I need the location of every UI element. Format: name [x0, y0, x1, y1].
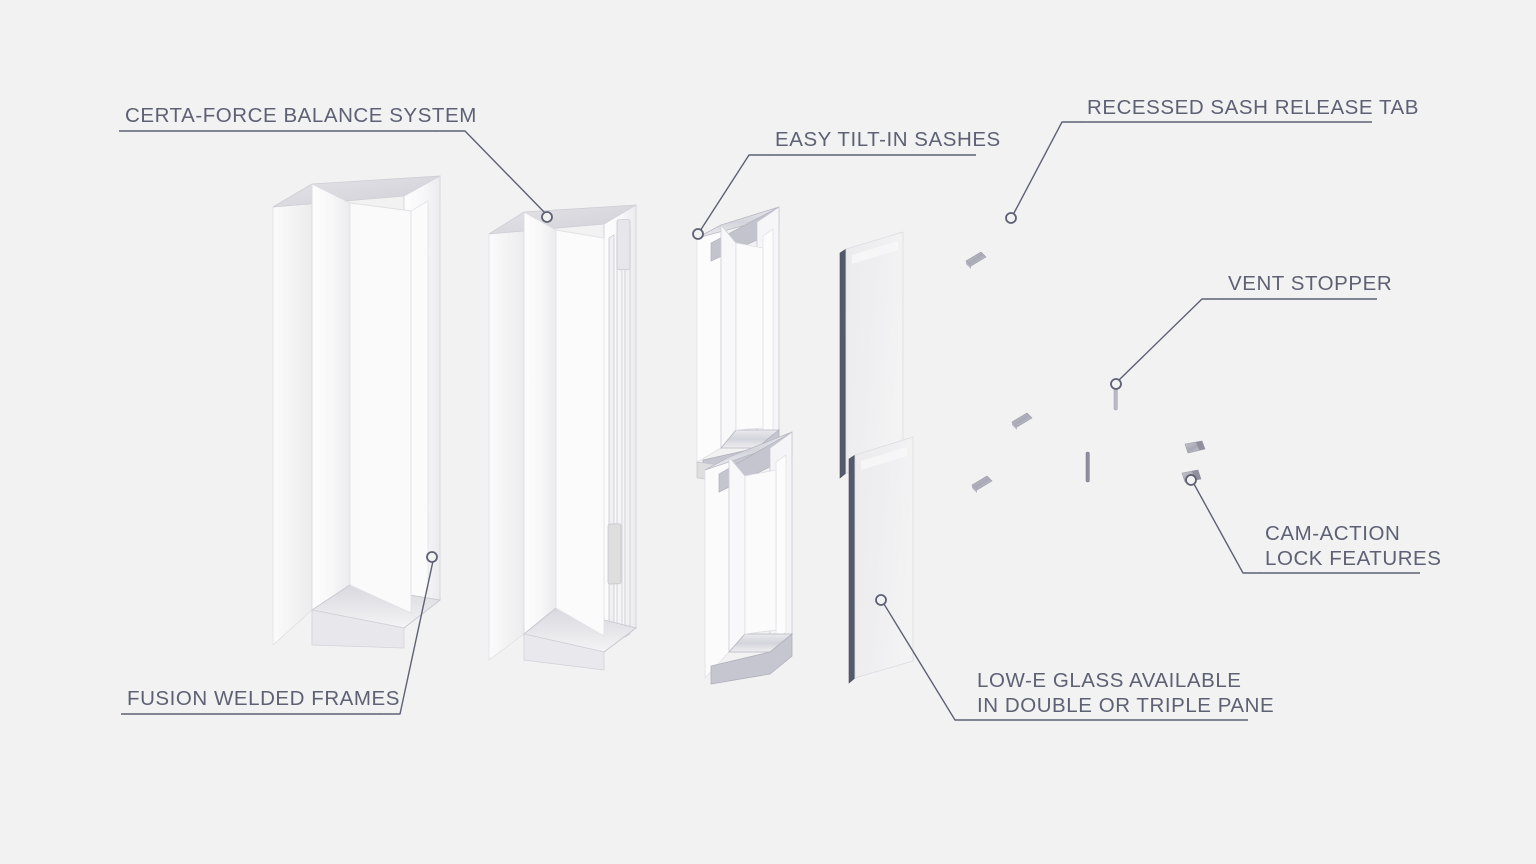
callout-label-recessed-sash-release-tab: RECESSED SASH RELEASE TAB: [1087, 96, 1419, 119]
lower-glass-face: [854, 436, 914, 679]
callout-dot-easy-tilt-in-sashes[interactable]: [692, 228, 704, 240]
main-frame-opening: [349, 202, 412, 614]
balance-frame-left-jamb: [523, 211, 557, 635]
part-balance-frame: [488, 204, 638, 671]
part-sash-release-tab-3: [971, 475, 993, 493]
callout-dot-low-e-glass[interactable]: [875, 594, 887, 606]
lower-sash-opening: [744, 469, 777, 635]
lower-glass-edge: [848, 454, 856, 684]
upper-sash-left-side: [696, 224, 722, 463]
upper-sash-opening: [735, 242, 764, 431]
balance-frame-sill-lip: [523, 633, 605, 671]
sash-release-tab-3-body: [971, 475, 993, 491]
balance-frame-opening: [555, 229, 605, 637]
vent-stopper-pin-lower-body: [1085, 451, 1090, 483]
cam-lock-upper-cam: [1196, 441, 1205, 450]
part-sash-release-tab-2: [1011, 412, 1033, 430]
callout-label-fusion-welded-frames: FUSION WELDED FRAMES: [127, 687, 400, 710]
main-frame-left-side: [272, 183, 313, 646]
part-lower-sash: [704, 431, 794, 685]
upper-glass-face: [845, 231, 904, 474]
sash-release-tab-2-edge: [1012, 422, 1017, 430]
part-main-frame: [272, 175, 442, 649]
callout-leader-cam-action-lock-features: [1193, 483, 1260, 574]
upper-glass-edge: [839, 248, 847, 479]
sash-release-tab-2-body: [1011, 412, 1033, 428]
part-lower-glass-pane: [848, 436, 914, 684]
upper-glass-highlight: [852, 241, 898, 264]
part-sash-release-tab-1: [965, 251, 987, 269]
callout-label-cam-action-lock-features: CAM-ACTION LOCK FEATURES: [1265, 522, 1442, 570]
callout-dot-fusion-welded-frames[interactable]: [426, 551, 438, 563]
callout-leader-vent-stopper: [1118, 298, 1223, 381]
callout-label-vent-stopper: VENT STOPPER: [1228, 272, 1393, 295]
part-cam-lock-upper: [1184, 440, 1206, 454]
callout-leader-recessed-sash-release-tab: [1013, 121, 1082, 214]
main-frame-right-groove: [410, 200, 429, 614]
callout-leader-fusion-welded-frames: [380, 560, 434, 715]
callout-leader-easy-tilt-in-sashes: [699, 154, 770, 232]
callout-label-certa-force-balance-system: CERTA-FORCE BALANCE SYSTEM: [125, 104, 477, 127]
callout-dot-certa-force-balance-system[interactable]: [541, 211, 553, 223]
callout-leader-certa-force-balance-system: [435, 130, 548, 216]
part-upper-glass-pane: [839, 231, 904, 479]
part-vent-stopper-pin-lower: [1085, 451, 1090, 483]
lower-glass-highlight: [861, 447, 907, 470]
lower-sash-bottom-rail: [710, 633, 793, 685]
callout-dot-vent-stopper[interactable]: [1110, 378, 1122, 390]
callout-label-low-e-glass: LOW-E GLASS AVAILABLE IN DOUBLE OR TRIPL…: [977, 669, 1275, 717]
upper-sash-left-stile: [720, 223, 737, 450]
callout-leader-low-e-glass: [883, 603, 972, 721]
lower-sash-left-side: [704, 456, 730, 680]
callout-dot-recessed-sash-release-tab[interactable]: [1005, 212, 1017, 224]
balance-shoe-top: [616, 219, 631, 271]
sash-release-tab-1-edge: [966, 261, 971, 269]
callout-leaders: [119, 121, 1420, 721]
callout-dot-cam-action-lock-features[interactable]: [1185, 474, 1197, 486]
lower-sash-left-stile: [728, 455, 746, 654]
main-frame-left-jamb: [311, 183, 351, 611]
balance-shoe-bottom: [607, 523, 622, 585]
upper-sash-right-groove: [762, 228, 774, 439]
lower-sash-right-groove: [775, 454, 787, 641]
main-frame-sill-lip: [311, 609, 405, 649]
sash-release-tab-1-body: [965, 251, 987, 267]
balance-frame-left-side: [488, 211, 525, 661]
callout-label-easy-tilt-in-sashes: EASY TILT-IN SASHES: [775, 128, 1001, 151]
sash-release-tab-3-edge: [972, 485, 977, 493]
balance-channel-3: [624, 226, 631, 638]
